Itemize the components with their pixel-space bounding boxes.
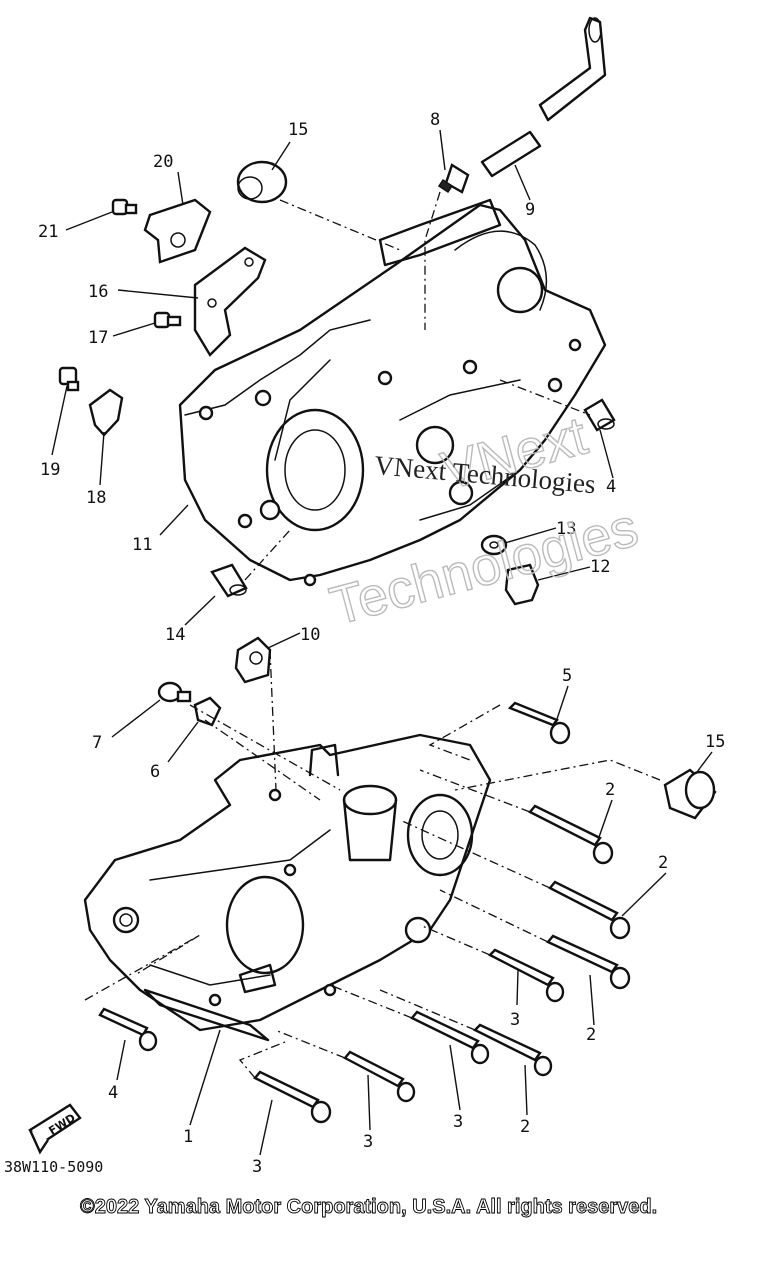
callout-10: 10 bbox=[300, 625, 320, 645]
clip-18 bbox=[88, 388, 124, 437]
callout-3-mid: 3 bbox=[453, 1112, 463, 1132]
screw-21 bbox=[111, 198, 138, 216]
callout-13: 13 bbox=[556, 519, 576, 539]
bolt-3-low bbox=[343, 1050, 416, 1103]
fwd-arrow-icon: FWD bbox=[28, 1103, 82, 1155]
callout-3-right: 3 bbox=[510, 1010, 520, 1030]
dowel-pin-14 bbox=[210, 563, 248, 598]
callout-8: 8 bbox=[430, 110, 440, 130]
callout-labels: 15 20 21 8 9 16 17 19 18 11 4 13 12 14 1… bbox=[38, 110, 725, 1177]
bolt-2-lower bbox=[546, 934, 631, 990]
bolt-17 bbox=[153, 311, 182, 329]
drain-plug bbox=[504, 563, 540, 606]
nipple-fitting bbox=[437, 163, 470, 194]
callout-21: 21 bbox=[38, 222, 58, 242]
dowel-pin-upper bbox=[583, 398, 616, 432]
washer-13 bbox=[480, 534, 508, 556]
leader-lines bbox=[51, 129, 713, 1156]
callout-3-low: 3 bbox=[363, 1132, 373, 1152]
bolt-3-mid bbox=[410, 1010, 490, 1065]
bolt-4-lower bbox=[98, 1007, 158, 1052]
screw-7 bbox=[157, 681, 192, 703]
callout-2-bottom: 2 bbox=[520, 1117, 530, 1137]
guide-plate bbox=[193, 246, 267, 357]
clamp-bracket bbox=[143, 198, 212, 264]
callout-4-lower: 4 bbox=[108, 1083, 118, 1103]
callout-1: 1 bbox=[183, 1127, 193, 1147]
callout-16: 16 bbox=[88, 282, 108, 302]
assembly-lines bbox=[84, 191, 661, 1079]
bolt-3-bottom bbox=[253, 1070, 332, 1124]
bolt-3-right bbox=[487, 948, 565, 1003]
callout-2-top: 2 bbox=[605, 780, 615, 800]
breather-pipe bbox=[480, 16, 607, 178]
callout-2-lower: 2 bbox=[586, 1025, 596, 1045]
crankcase-left-half bbox=[178, 198, 607, 587]
callout-7: 7 bbox=[92, 733, 102, 753]
callout-19: 19 bbox=[40, 460, 60, 480]
callout-14: 14 bbox=[165, 625, 185, 645]
callout-17: 17 bbox=[88, 328, 108, 348]
callout-15: 15 bbox=[288, 120, 308, 140]
bolt-2-bottom bbox=[472, 1023, 553, 1077]
callout-5: 5 bbox=[562, 666, 572, 686]
screw-19 bbox=[58, 366, 80, 392]
callout-6: 6 bbox=[150, 762, 160, 782]
holder-10 bbox=[234, 636, 272, 684]
crankcase-right-half bbox=[83, 733, 492, 1042]
callout-9: 9 bbox=[525, 200, 535, 220]
bolt-2-mid bbox=[548, 880, 631, 940]
callout-3-bottom: 3 bbox=[252, 1157, 262, 1177]
callout-11: 11 bbox=[132, 535, 152, 555]
watermark-large-2: Technologies bbox=[324, 497, 644, 637]
watermark: VNext Technologies VNext Technologies bbox=[323, 405, 644, 638]
diagram-code: 38W110-5090 bbox=[4, 1158, 103, 1176]
oil-seal-upper bbox=[236, 160, 288, 204]
callout-2-mid: 2 bbox=[658, 853, 668, 873]
callout-20: 20 bbox=[153, 152, 173, 172]
copyright-notice: ©2022 Yamaha Motor Corporation, U.S.A. A… bbox=[80, 1196, 657, 1218]
oil-seal-lower bbox=[663, 768, 717, 820]
callout-18: 18 bbox=[86, 488, 106, 508]
callout-4-upper: 4 bbox=[606, 477, 616, 497]
callout-15-lower: 15 bbox=[705, 732, 725, 752]
callout-12: 12 bbox=[590, 557, 610, 577]
bolt-2-top bbox=[528, 804, 614, 865]
